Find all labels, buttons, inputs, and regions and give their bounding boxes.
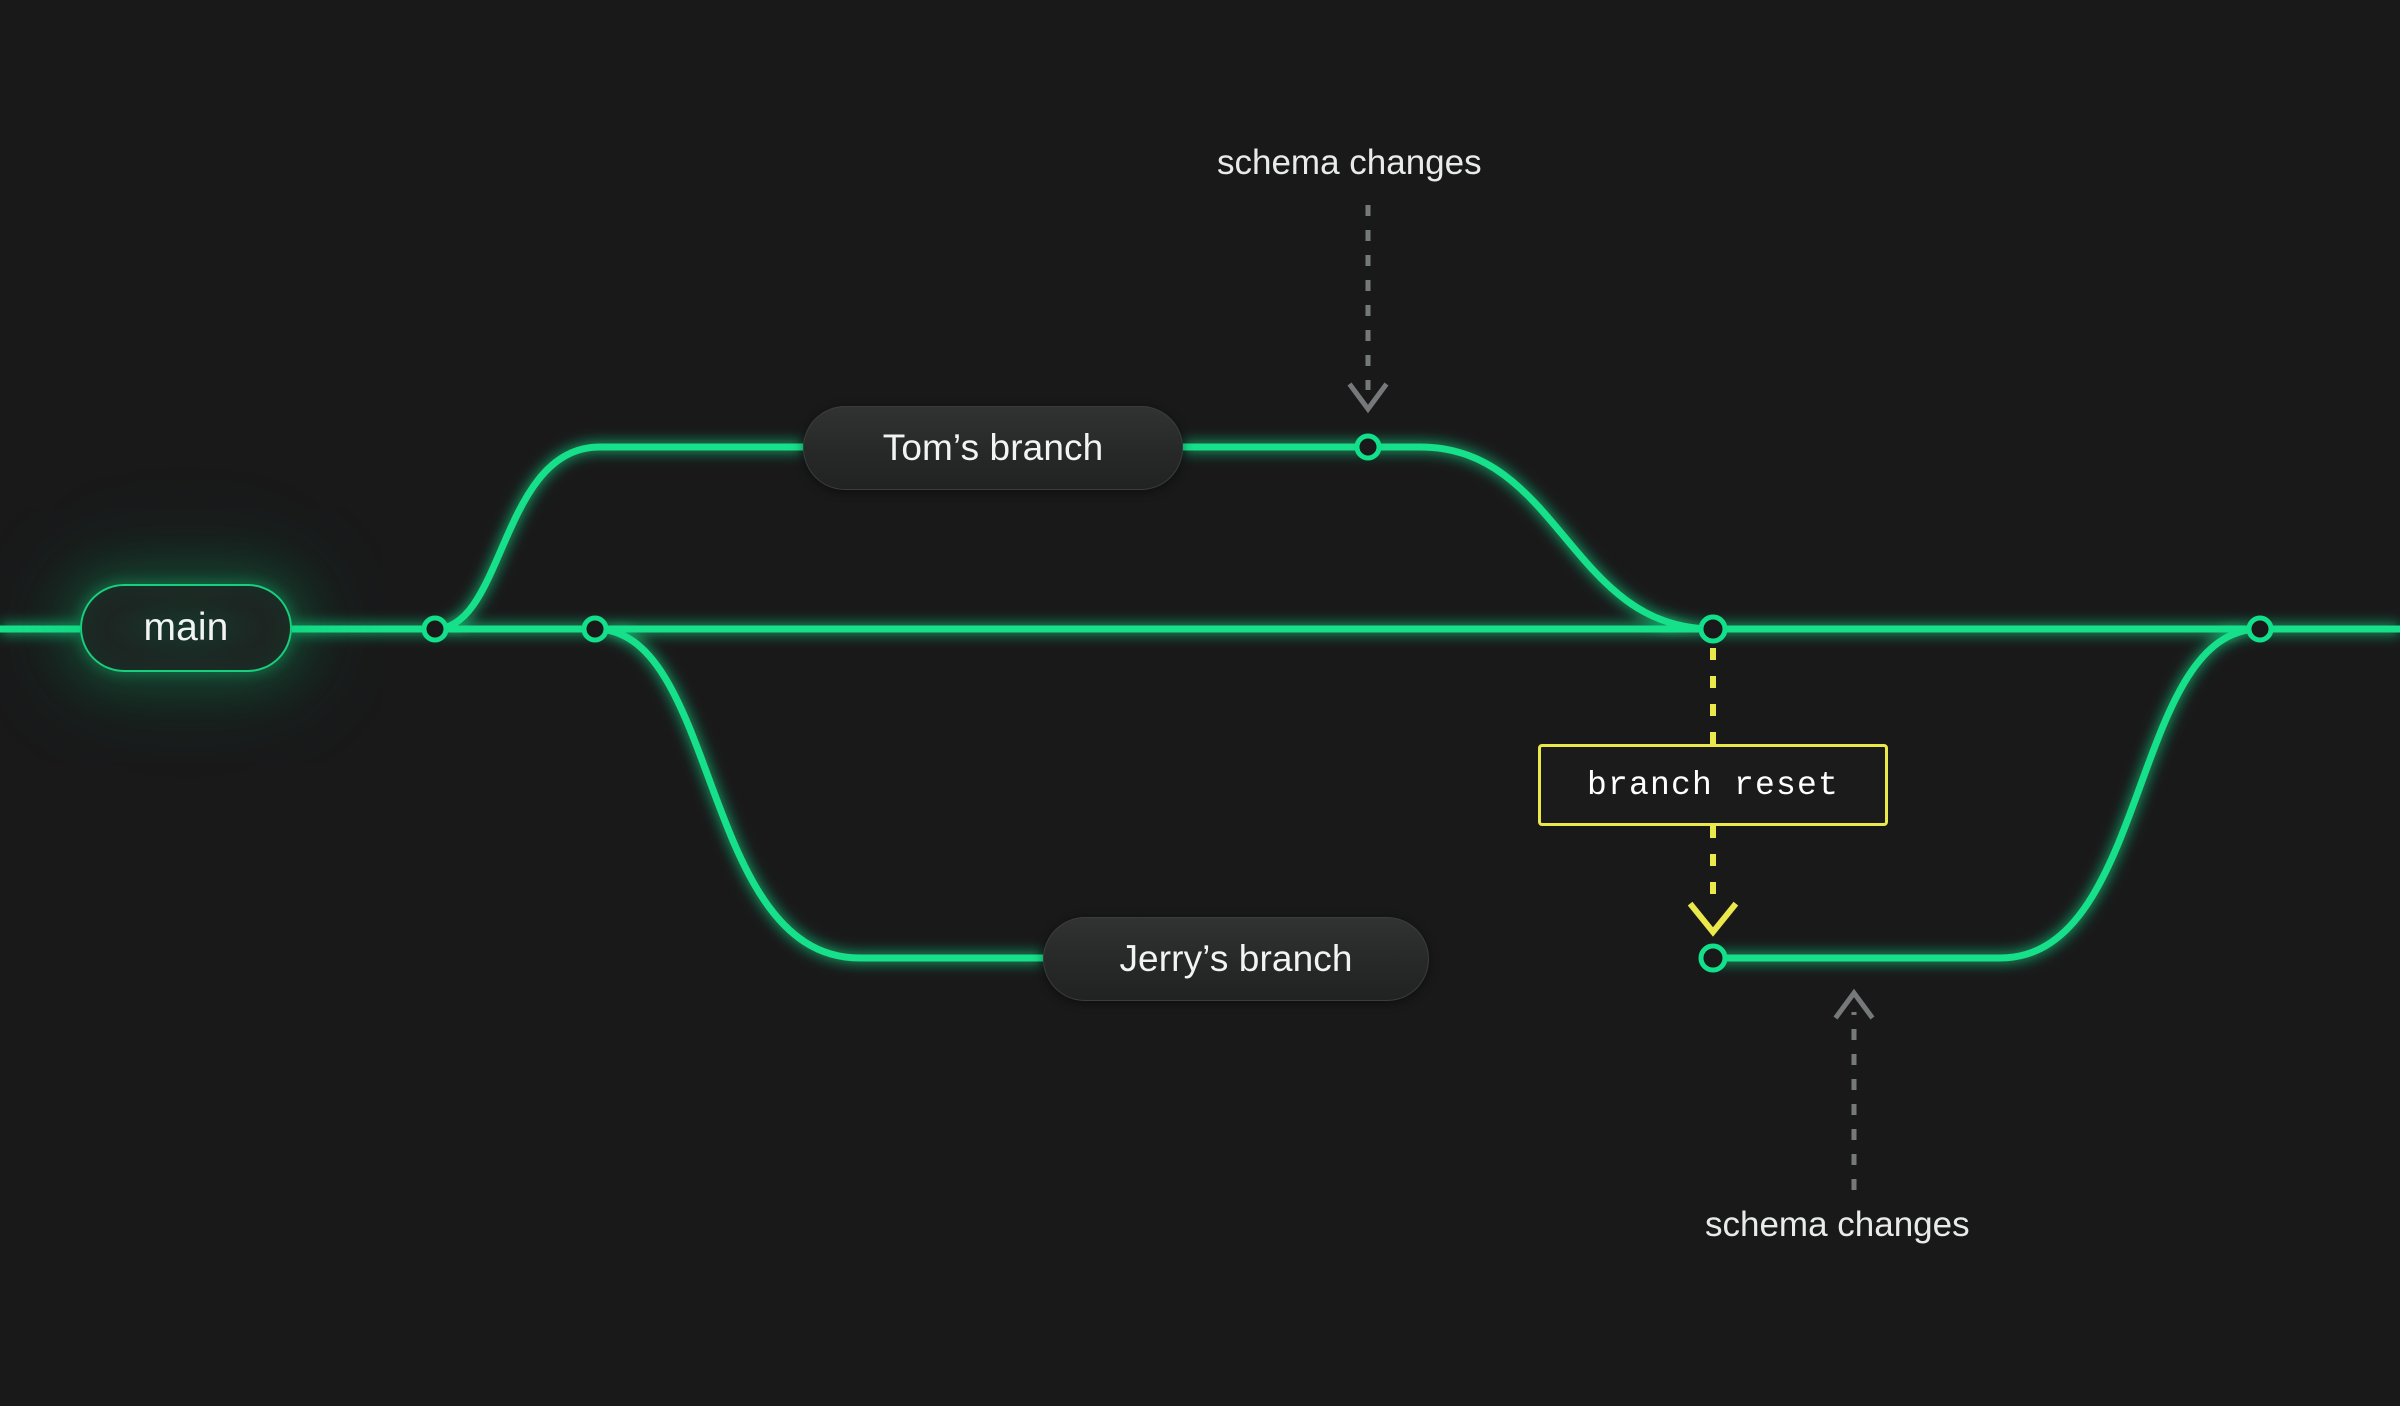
commit-node-jerry-reset[interactable] <box>1698 943 1728 973</box>
branch-label-tom[interactable]: Tom’s branch <box>803 406 1183 490</box>
annotation-arrowhead-up-icon <box>1833 988 1875 1020</box>
branch-reset-callout[interactable]: branch reset <box>1538 744 1888 826</box>
tom-branch-fork <box>434 443 803 633</box>
branch-label-jerry[interactable]: Jerry’s branch <box>1043 917 1429 1001</box>
commit-nodes <box>421 433 2274 973</box>
branch-reset-connector <box>1687 648 1739 937</box>
reset-arrowhead-icon <box>1687 901 1739 937</box>
tom-branch-line <box>1183 443 1714 633</box>
annotation-arrowhead-down-icon <box>1347 382 1389 414</box>
branch-label-main[interactable]: main <box>80 584 292 672</box>
jerry-branch-fork <box>594 625 1043 962</box>
annotation-leader-bottom <box>1833 988 1875 1190</box>
commit-node-main-merge[interactable] <box>2246 615 2274 643</box>
commit-node-tom[interactable] <box>1354 433 1382 461</box>
commit-node-main-1[interactable] <box>421 615 449 643</box>
annotation-label-schema-changes-top: schema changes <box>1217 143 1482 182</box>
commit-node-main-2[interactable] <box>581 615 609 643</box>
annotation-label-schema-changes-bottom: schema changes <box>1705 1205 1970 1244</box>
commit-node-main-reset[interactable] <box>1698 614 1728 644</box>
annotation-leader-top <box>1347 205 1389 414</box>
jerry-branch-merge <box>1713 625 2261 962</box>
